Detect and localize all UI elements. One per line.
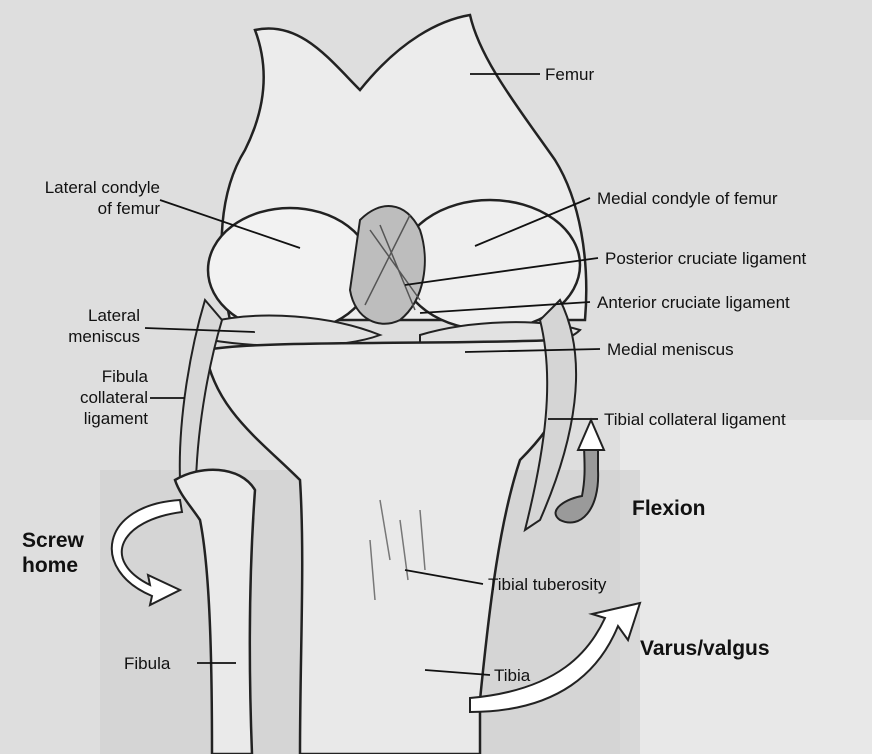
label-fibula-collateral: Fibula collateral ligament bbox=[30, 366, 148, 429]
label-varus-valgus: Varus/valgus bbox=[640, 636, 770, 661]
label-screw-home-line2: home bbox=[22, 553, 84, 578]
label-lateral-condyle-line2: of femur bbox=[10, 198, 160, 219]
label-femur: Femur bbox=[545, 64, 594, 85]
label-lateral-meniscus-line1: Lateral bbox=[30, 305, 140, 326]
label-fibula-collateral-line2: collateral bbox=[30, 387, 148, 408]
label-lateral-condyle: Lateral condyle of femur bbox=[10, 177, 160, 219]
label-medial-condyle: Medial condyle of femur bbox=[597, 188, 777, 209]
label-lateral-condyle-line1: Lateral condyle bbox=[10, 177, 160, 198]
label-posterior-cruciate: Posterior cruciate ligament bbox=[605, 248, 806, 269]
label-lateral-meniscus: Lateral meniscus bbox=[30, 305, 140, 347]
label-screw-home-line1: Screw bbox=[22, 528, 84, 553]
label-tibial-tuberosity: Tibial tuberosity bbox=[488, 574, 606, 595]
label-lateral-meniscus-line2: meniscus bbox=[30, 326, 140, 347]
label-screw-home: Screw home bbox=[22, 528, 84, 578]
label-fibula: Fibula bbox=[124, 653, 170, 674]
label-fibula-collateral-line1: Fibula bbox=[30, 366, 148, 387]
label-flexion: Flexion bbox=[632, 496, 706, 521]
lateral-condyle bbox=[208, 208, 372, 332]
label-tibial-collateral: Tibial collateral ligament bbox=[604, 409, 786, 430]
label-medial-meniscus: Medial meniscus bbox=[607, 339, 734, 360]
label-anterior-cruciate: Anterior cruciate ligament bbox=[597, 292, 790, 313]
label-tibia: Tibia bbox=[494, 665, 530, 686]
label-fibula-collateral-line3: ligament bbox=[30, 408, 148, 429]
